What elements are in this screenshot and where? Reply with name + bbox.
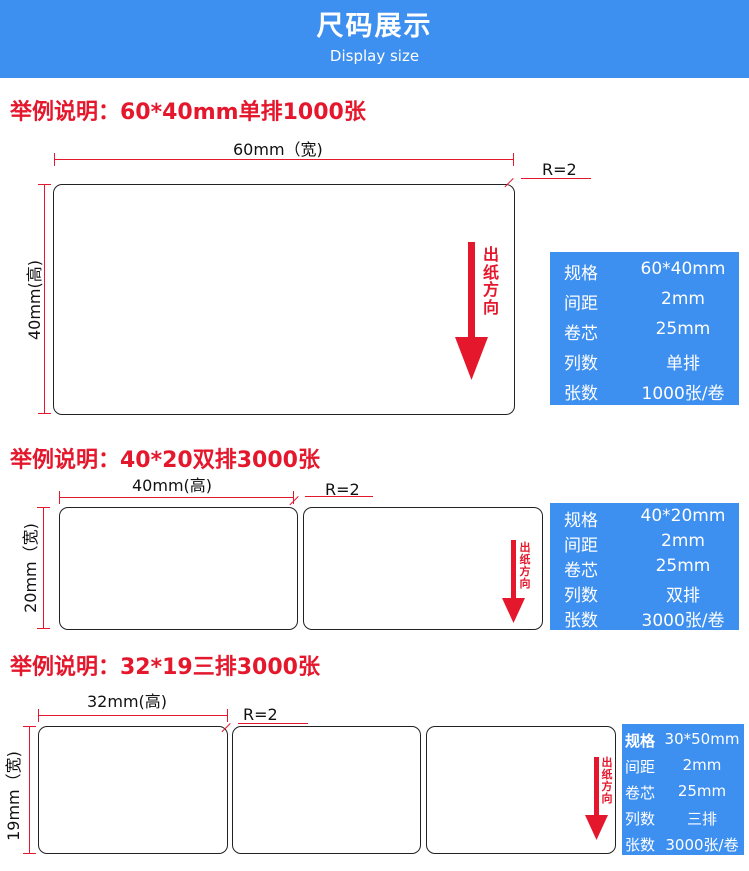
example-1-height-label: 40mm(高) [25, 259, 44, 341]
example-1-width-tick-left [54, 153, 55, 166]
example-3-height-tick-top [23, 726, 36, 727]
example-3-height-dimension-line [29, 726, 30, 854]
example-3-label-middle [232, 726, 421, 854]
example-3-radius-leader [238, 723, 308, 724]
example-3-radius-label: R=2 [243, 705, 278, 724]
example-3-title: 举例说明：32*19三排3000张 [10, 655, 320, 680]
example-1-height-tick-top [38, 184, 51, 185]
example-3-feed-arrow-icon [585, 757, 608, 840]
page-header: 尺码展示 Display size [0, 0, 749, 78]
example-1-label [53, 184, 515, 415]
example-2-width-tick-left [59, 491, 60, 504]
page-subtitle: Display size [329, 47, 420, 65]
example-1-radius-label: R=2 [542, 160, 577, 179]
example-3-height-tick-bottom [23, 853, 36, 854]
example-2-height-tick-top [37, 507, 50, 508]
example-1-feed-direction-label: 出纸方向 [482, 245, 499, 317]
example-3-width-dimension-line [38, 715, 228, 716]
example-1-title: 举例说明：60*40mm单排1000张 [10, 100, 366, 125]
example-3-height-label: 19mm（宽) [4, 751, 23, 841]
example-3-label-right [426, 726, 616, 854]
example-2-radius-leader [305, 496, 373, 497]
example-1-height-tick-bottom [38, 413, 51, 414]
example-3-label-left [38, 726, 228, 854]
page-title: 尺码展示 [316, 11, 433, 42]
example-2-label-right [303, 507, 543, 630]
example-1-width-tick-right [513, 153, 514, 166]
example-3-width-tick-left [38, 709, 39, 722]
example-2-width-dimension-line [59, 497, 294, 498]
example-1-width-dimension-line [54, 159, 514, 160]
example-2-height-dimension-line [43, 507, 44, 629]
example-3-feed-direction-label: 出纸方向 [601, 756, 613, 806]
example-1-width-label: 60mm（宽) [233, 140, 323, 159]
example-2-height-tick-bottom [37, 628, 50, 629]
example-3-width-label: 32mm(高) [87, 692, 168, 711]
example-2-feed-direction-label: 出纸方向 [519, 541, 531, 591]
example-1-height-dimension-line [44, 184, 45, 414]
example-1-radius-leader [521, 178, 591, 179]
example-2-feed-arrow-icon [502, 540, 525, 623]
example-1-feed-arrow-icon [455, 242, 488, 380]
example-2-width-tick-right [293, 491, 294, 504]
example-2-radius-label: R=2 [325, 480, 360, 499]
example-2-title: 举例说明：40*20双排3000张 [10, 448, 320, 473]
example-2-height-label: 20mm（宽) [21, 523, 40, 613]
example-2-width-label: 40mm(高) [132, 476, 213, 495]
example-2-label-left [59, 507, 298, 630]
example-3-width-tick-right [227, 709, 228, 722]
